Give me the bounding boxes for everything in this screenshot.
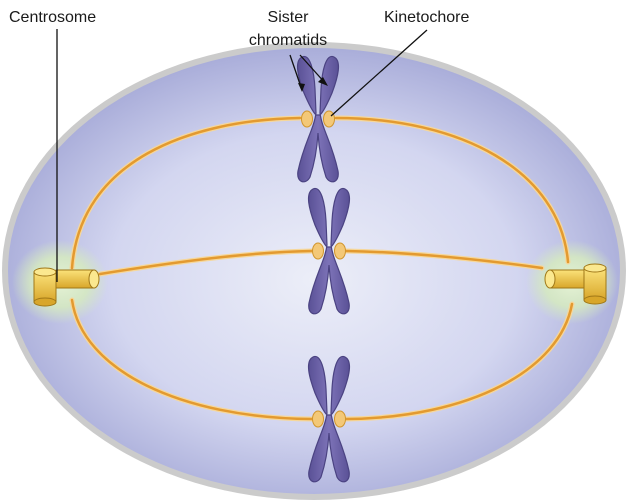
sister-label-line1: Sister xyxy=(268,9,310,26)
kinetochore-label: Kinetochore xyxy=(384,9,469,26)
sister-label-line2: chromatids xyxy=(249,32,327,49)
kinetochore-top-left xyxy=(302,111,313,127)
kinetochore-top-right xyxy=(324,111,335,127)
centrosome-label: Centrosome xyxy=(9,9,96,26)
kinetochore-bottom-right xyxy=(335,411,346,427)
kinetochore-middle-right xyxy=(335,243,346,259)
kinetochore-middle-left xyxy=(313,243,324,259)
kinetochore-bottom-left xyxy=(313,411,324,427)
